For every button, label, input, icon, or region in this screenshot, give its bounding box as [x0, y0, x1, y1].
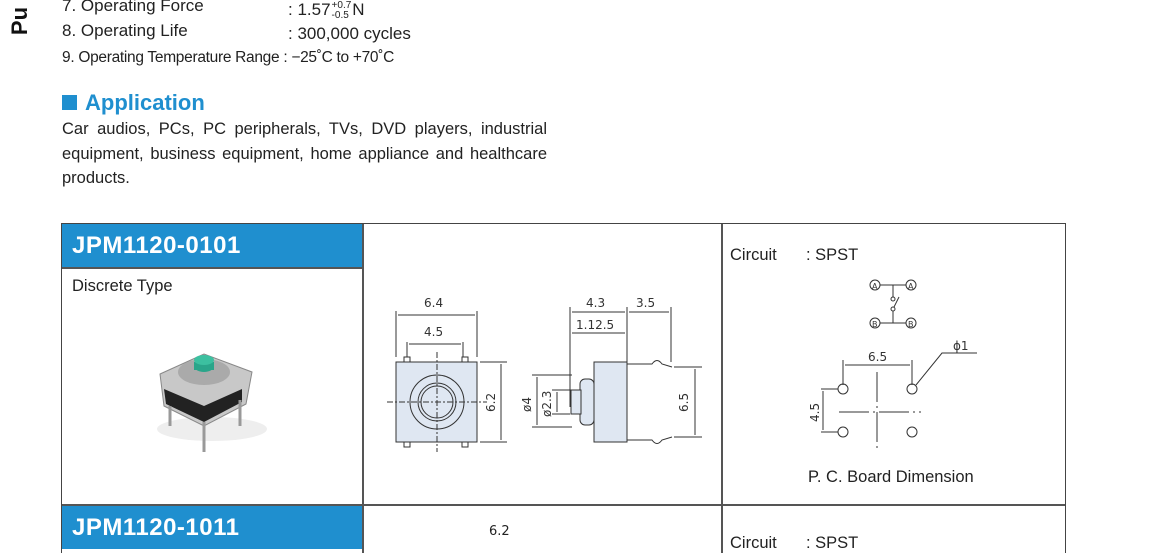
part-number-header: JPM1120-1011 [62, 506, 362, 549]
dimension-drawing: 6.4 4.5 6.2 4.3 3.5 1.12.5 ø4 ø2.3 6.5 [387, 296, 702, 452]
circuit-node: A [872, 282, 878, 291]
side-section-label: Pu [7, 6, 33, 36]
product-table: JPM1120-0101 Discrete Type [61, 223, 1066, 553]
circuit-and-pcb-diagram: A A B B 6.5 ϕ1 4.5 [808, 279, 977, 449]
circuit-label: Circuit [730, 246, 777, 264]
column-divider [721, 224, 723, 553]
circuit-label: Circuit [730, 534, 777, 552]
tolerance-minus: -0.5 [331, 10, 349, 21]
spec-temperature-value: : −25˚C to +70˚C [283, 49, 394, 66]
product-type-label: Discrete Type [72, 277, 173, 295]
spec-operating-life-label: 8. Operating Life [62, 21, 188, 40]
tolerance-plus: +0.7 [331, 0, 352, 11]
square-bullet-icon [62, 95, 77, 110]
circuit-value: : SPST [806, 246, 859, 264]
tolerance-stack: +0.7-0.5 [332, 1, 352, 21]
spec-operating-force-label: 7. Operating Force [62, 0, 204, 15]
circuit-node: B [872, 320, 878, 329]
circuit-value: : SPST [806, 534, 859, 552]
application-text: Car audios, PCs, PC peripherals, TVs, DV… [62, 120, 547, 187]
dim-dia-inner: ø2.3 [540, 391, 554, 417]
product-photo [157, 353, 267, 452]
application-heading: Application [62, 90, 205, 116]
pcb-caption: P. C. Board Dimension [808, 468, 974, 486]
column-divider [362, 224, 364, 553]
dim-lead: 3.5 [636, 296, 655, 310]
dim-depth: 4.3 [586, 296, 605, 310]
circuit-node: A [908, 282, 914, 291]
spec-operating-life-value: : 300,000 cycles [288, 24, 411, 43]
dim-pin-pitch: 4.5 [424, 325, 443, 339]
dim-width: 6.4 [424, 296, 443, 310]
dim-stem: 1.12.5 [576, 318, 614, 332]
dim-height: 6.2 [484, 393, 498, 412]
pcb-pitch-x: 6.5 [868, 350, 887, 364]
dim-lead-height: 6.5 [677, 393, 691, 412]
dim-dia-outer: ø4 [520, 397, 534, 412]
row-divider [62, 267, 362, 269]
pcb-hole-dia: ϕ1 [953, 339, 969, 353]
pcb-pitch-y: 4.5 [808, 403, 822, 422]
part-number-header: JPM1120-0101 [62, 224, 362, 267]
circuit-node: B [908, 320, 914, 329]
dim-width: 6.2 [489, 524, 510, 539]
row-divider [62, 504, 1065, 506]
spec-temperature-label: 9. Operating Temperature Range : −25˚C t… [62, 49, 394, 66]
